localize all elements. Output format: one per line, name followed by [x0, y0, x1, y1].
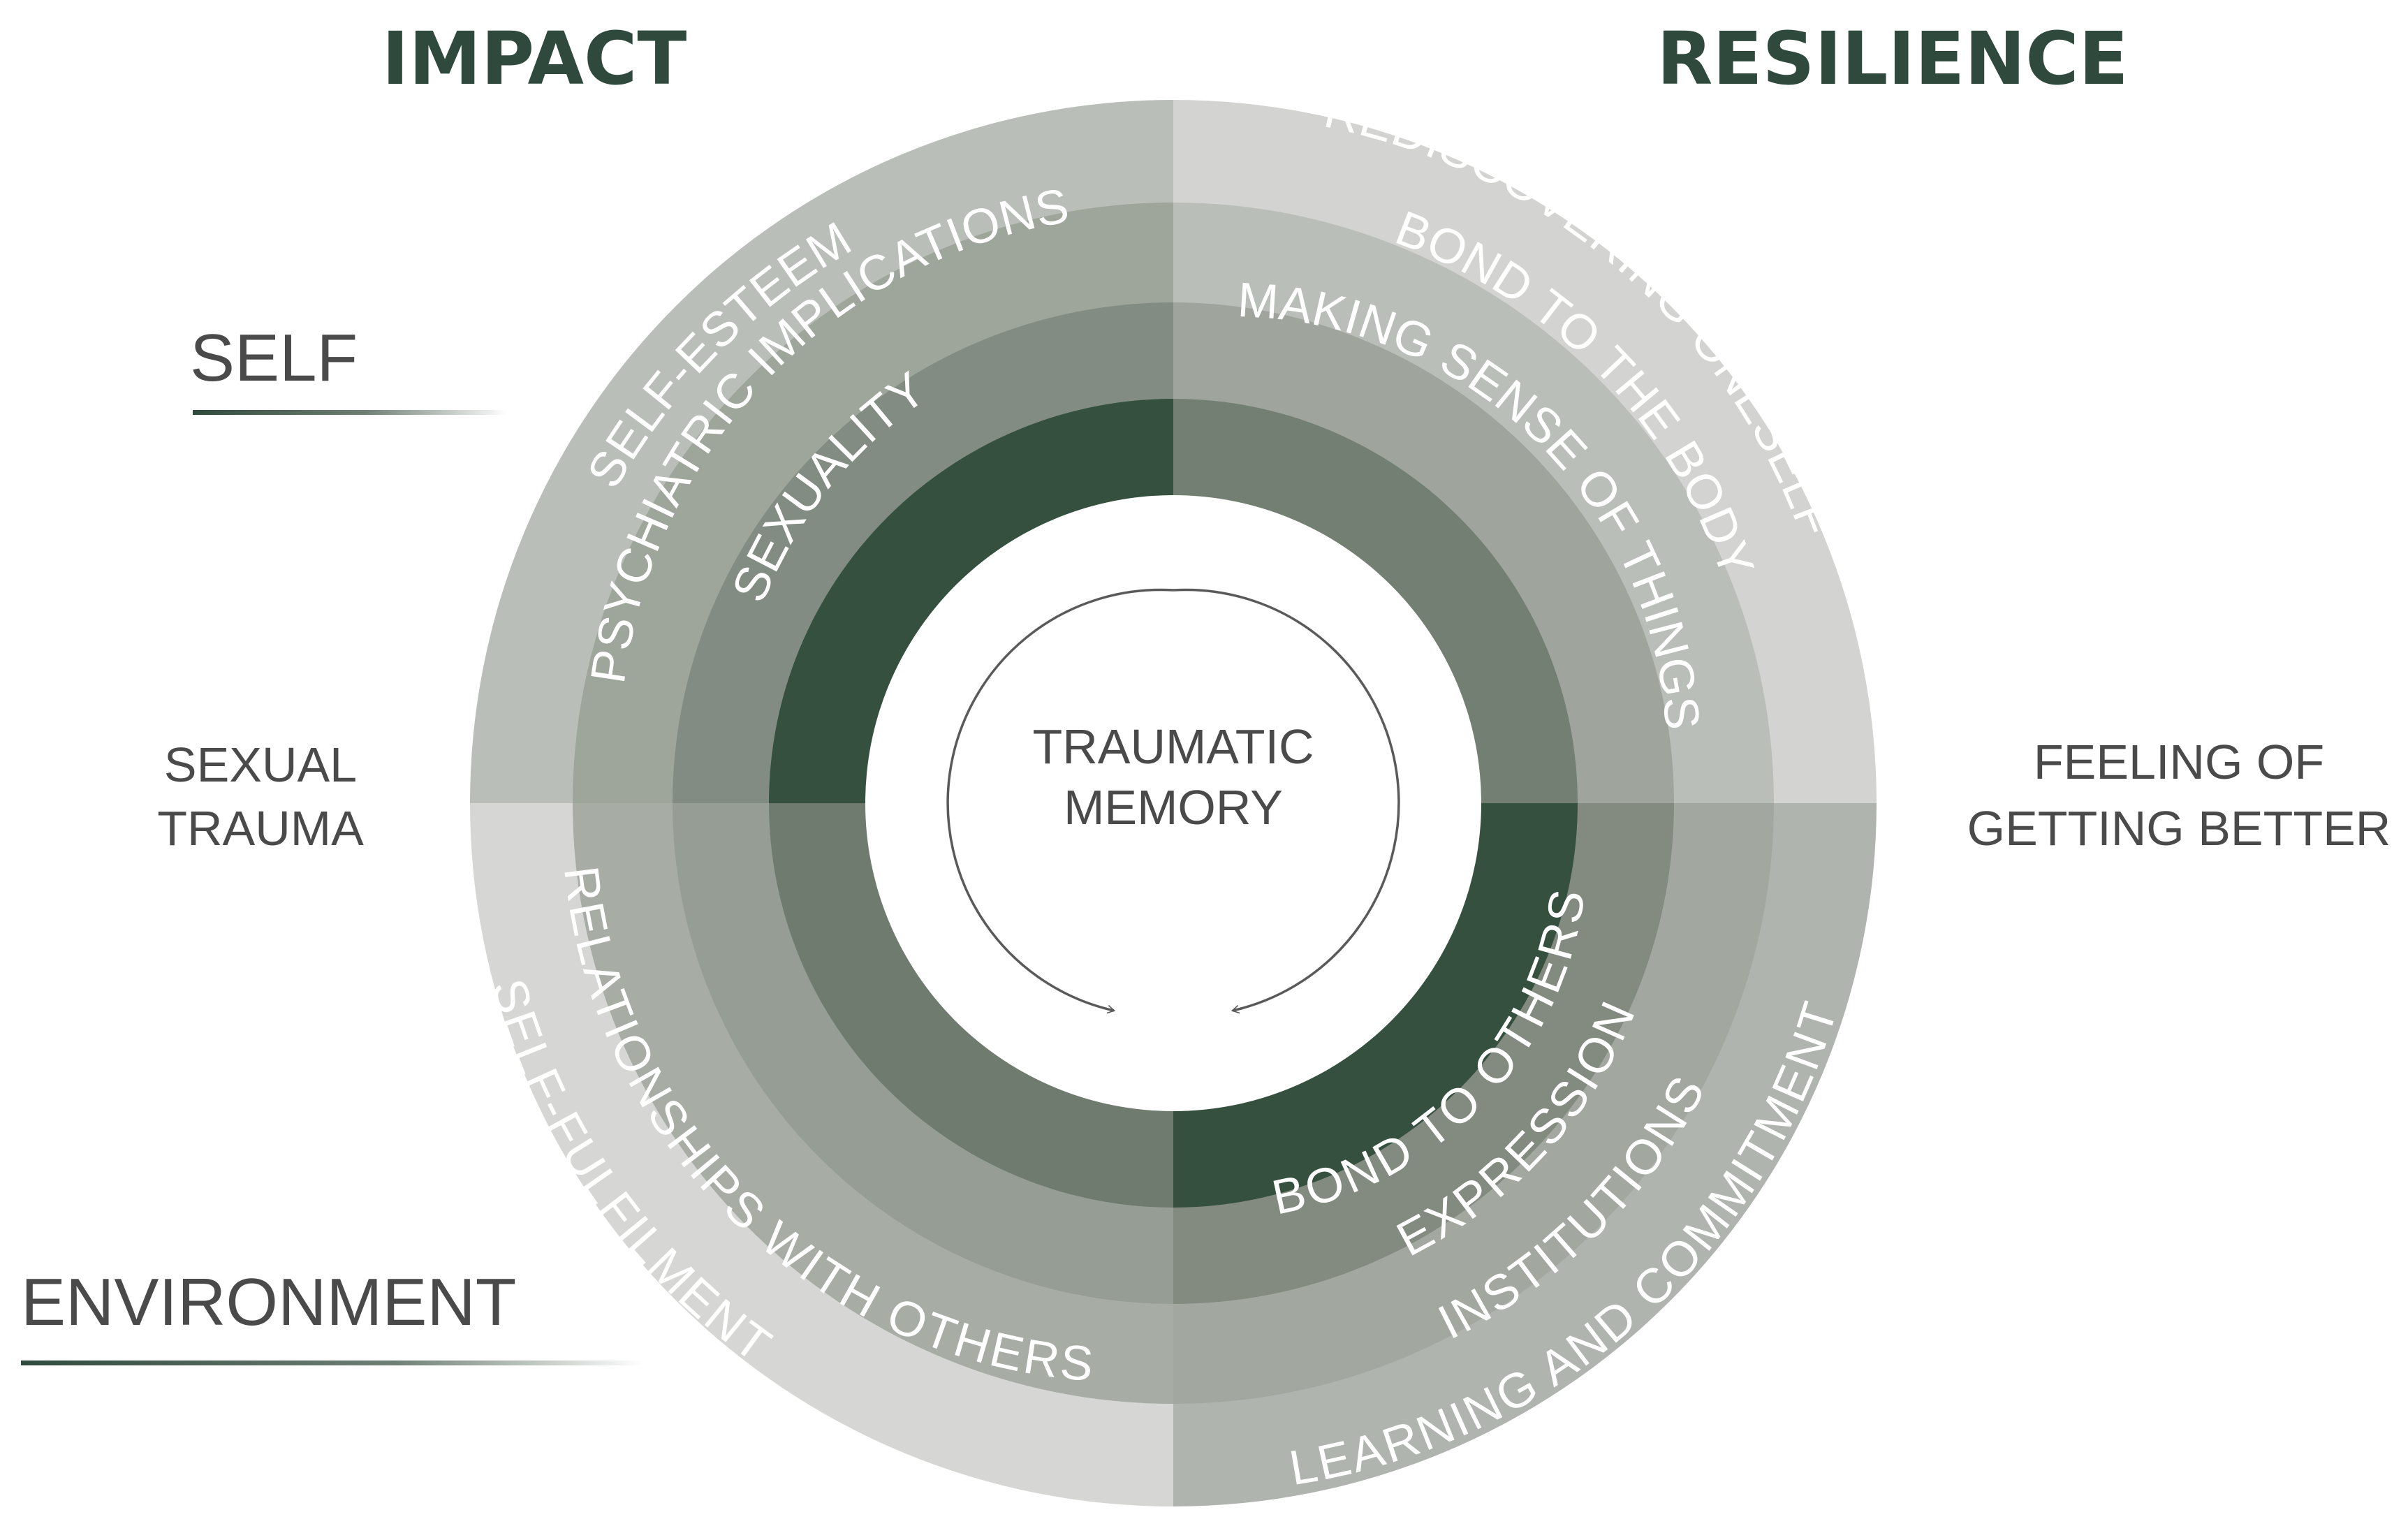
cycle-arrow-right: [1173, 588, 1400, 1014]
center-label-line-2: MEMORY: [1064, 780, 1283, 835]
side-label-right-line-1: FEELING OF: [2034, 735, 2324, 789]
environment-underline: [21, 1361, 643, 1365]
side-label-right-line-2: GETTING BETTER: [1967, 801, 2391, 856]
center-hub: [865, 495, 1481, 1111]
cycle-arrow-left: [946, 588, 1174, 1014]
side-label-left-line-2: TRAUMA: [157, 801, 364, 856]
heading-self: SELF: [190, 321, 358, 395]
center-label-line-1: TRAUMATIC: [1032, 719, 1314, 774]
self-underline: [193, 410, 507, 415]
heading-impact: IMPACT: [382, 16, 687, 101]
heading-environment: ENVIRONMENT: [21, 1265, 516, 1340]
side-label-left-line-1: SEXUAL: [164, 738, 357, 792]
heading-resilience: RESILIENCE: [1657, 16, 2128, 101]
